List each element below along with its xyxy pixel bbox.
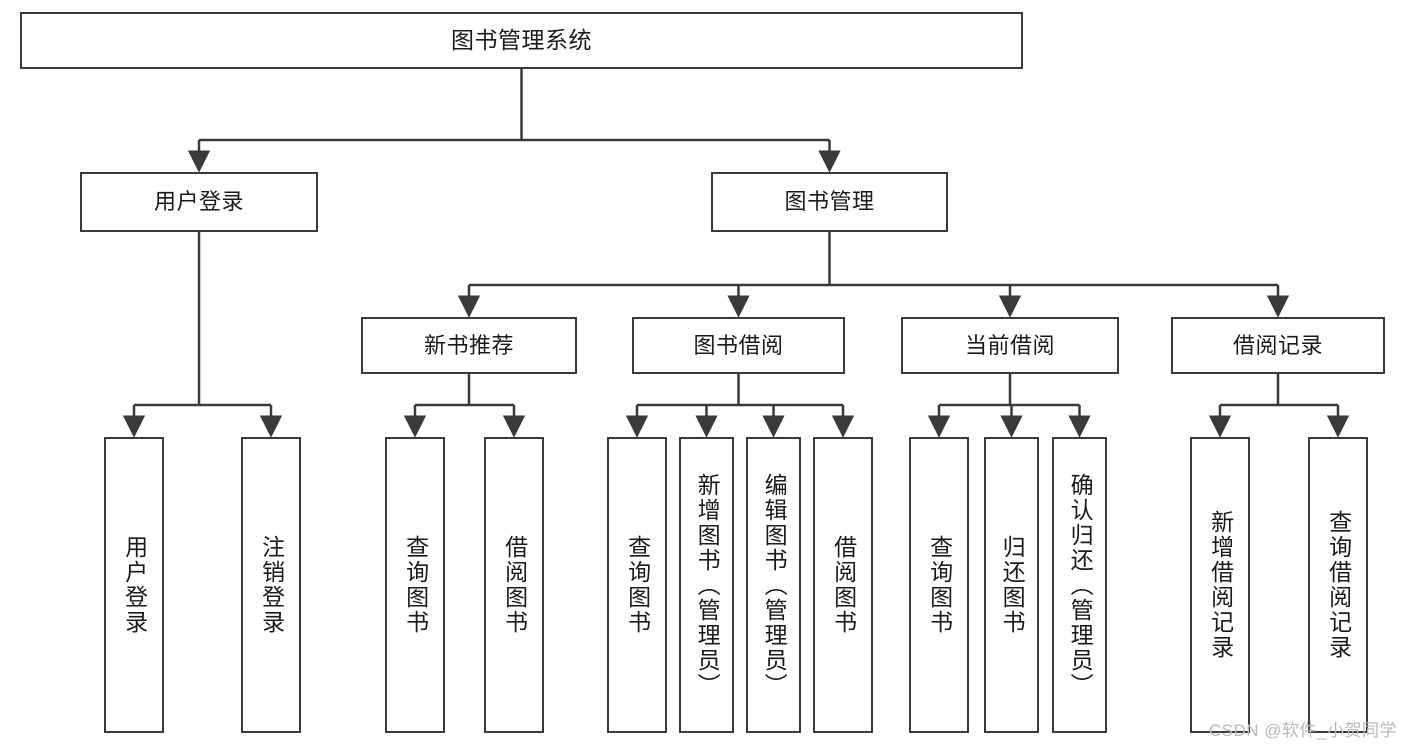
node-book-borrow[interactable]: 图书借阅 (632, 317, 845, 374)
csdn-watermark: CSDN @软件_小贺同学 (1208, 721, 1397, 740)
node-label: 归还图书 (999, 535, 1026, 635)
node-root[interactable]: 图书管理系统 (20, 12, 1023, 69)
node-label: 借阅图书 (830, 535, 857, 635)
node-label: 用户登录 (153, 189, 244, 215)
node-label: 图书管理系统 (451, 26, 592, 53)
node-leaf-rec-borrow[interactable]: 借阅图书 (484, 437, 544, 733)
node-label: 图书管理 (784, 189, 875, 215)
node-label: 查询图书 (624, 535, 651, 635)
node-label: 图书借阅 (693, 332, 784, 358)
node-leaf-user-login[interactable]: 用户登录 (104, 437, 164, 733)
node-leaf-br-query[interactable]: 查询图书 (607, 437, 667, 733)
node-leaf-br-borrow[interactable]: 借阅图书 (813, 437, 873, 733)
node-leaf-rec-search[interactable]: 查询借阅记录 (1308, 437, 1368, 733)
node-label: 借阅图书 (501, 535, 528, 635)
node-label: 注销登录 (258, 535, 285, 635)
node-new-book-rec[interactable]: 新书推荐 (361, 317, 577, 374)
node-label: 新书推荐 (423, 332, 514, 358)
node-label: 借阅记录 (1232, 332, 1323, 358)
node-leaf-rec-add[interactable]: 新增借阅记录 (1190, 437, 1250, 733)
node-borrow-record[interactable]: 借阅记录 (1171, 317, 1385, 374)
node-label: 新增借阅记录 (1207, 510, 1234, 660)
node-leaf-br-edit[interactable]: 编辑图书（管理员） (746, 437, 801, 733)
node-label: 用户登录 (121, 535, 148, 635)
node-label: 查询图书 (926, 535, 953, 635)
node-leaf-cb-confirm[interactable]: 确认归还（管理员） (1052, 437, 1107, 733)
node-label: 查询借阅记录 (1325, 510, 1352, 660)
node-book-manage[interactable]: 图书管理 (711, 172, 948, 232)
node-leaf-rec-query[interactable]: 查询图书 (385, 437, 445, 733)
node-leaf-user-logout[interactable]: 注销登录 (241, 437, 301, 733)
node-user-login[interactable]: 用户登录 (80, 172, 318, 232)
node-leaf-cb-return[interactable]: 归还图书 (984, 437, 1039, 733)
node-label: 新增图书（管理员） (694, 472, 721, 698)
node-leaf-br-add[interactable]: 新增图书（管理员） (679, 437, 734, 733)
node-current-borrow[interactable]: 当前借阅 (901, 317, 1119, 374)
node-label: 编辑图书（管理员） (761, 472, 788, 698)
node-label: 确认归还（管理员） (1067, 472, 1094, 698)
node-label: 查询图书 (402, 535, 429, 635)
node-leaf-cb-query[interactable]: 查询图书 (909, 437, 969, 733)
node-label: 当前借阅 (964, 332, 1055, 358)
